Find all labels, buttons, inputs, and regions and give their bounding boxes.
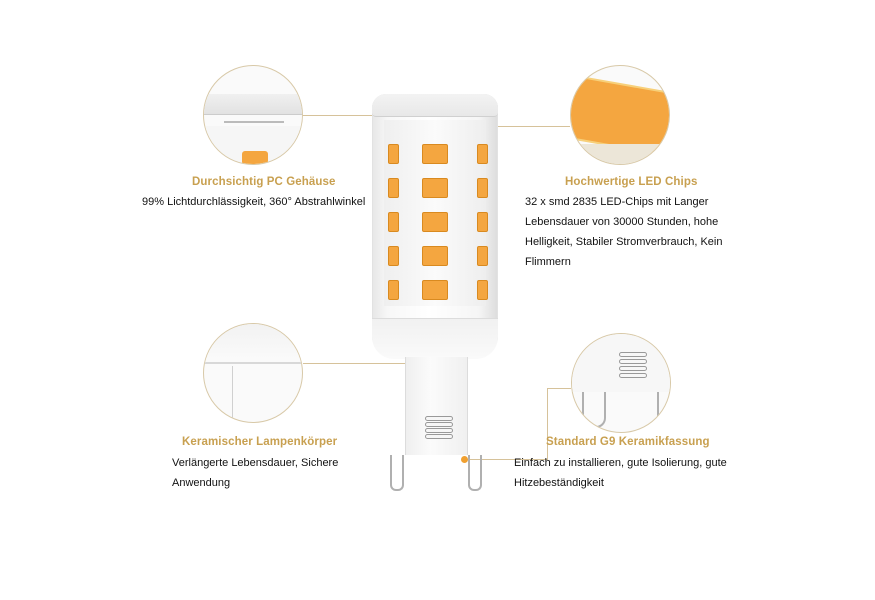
led-chip-icon: [422, 246, 448, 266]
vent-slot: [425, 434, 453, 439]
ceramic-base: [405, 357, 468, 455]
bulb-cap: [372, 94, 498, 117]
feature-heading: Durchsichtig PC Gehäuse: [192, 176, 336, 188]
feature-description: Einfach zu installieren, gute Isolierung…: [514, 457, 727, 489]
led-chip-icon: [477, 178, 488, 198]
g9-pin-left: [390, 455, 404, 491]
feature-heading: Standard G9 Keramikfassung: [546, 436, 710, 448]
led-chip-icon: [388, 280, 399, 300]
ceramic-body-detail-circle: [203, 323, 303, 423]
feature-description: 99% Lichtdurchlässigkeit, 360° Abstrahlw…: [142, 196, 366, 208]
leader-line: [303, 115, 411, 116]
feature-heading: Keramischer Lampenkörper: [182, 436, 338, 448]
led-chip-icon: [477, 212, 488, 232]
leader-line: [303, 363, 408, 364]
feature-description: 32 x smd 2835 LED-Chips mit Langer Leben…: [525, 196, 723, 268]
led-chip-detail-circle: [570, 65, 670, 165]
feature-heading: Hochwertige LED Chips: [565, 176, 698, 188]
feature-description: Verlängerte Lebensdauer, Sichere Anwendu…: [172, 457, 339, 489]
leader-line: [492, 126, 570, 127]
vent-slot: [425, 416, 453, 421]
leader-line: [465, 459, 548, 460]
g9-pin-right: [468, 455, 482, 491]
led-chip-icon: [388, 144, 399, 164]
ceramic-collar: [372, 318, 498, 359]
vent-slot: [425, 428, 453, 433]
housing-detail-circle: [203, 65, 303, 165]
led-chip-icon: [388, 246, 399, 266]
led-chip-icon: [422, 212, 448, 232]
led-chip-icon: [477, 280, 488, 300]
led-chip-icon: [388, 178, 399, 198]
led-chip-icon: [477, 246, 488, 266]
led-chip-icon: [388, 212, 399, 232]
callout-dot: [461, 456, 468, 463]
led-chip-icon: [422, 280, 448, 300]
vent-slot: [425, 422, 453, 427]
led-chip-icon: [477, 144, 488, 164]
led-chip-icon: [242, 151, 268, 164]
socket-detail-circle: [571, 333, 671, 433]
led-chip-icon: [422, 144, 448, 164]
leader-line: [547, 388, 571, 389]
leader-line: [547, 388, 548, 460]
led-chip-icon: [422, 178, 448, 198]
